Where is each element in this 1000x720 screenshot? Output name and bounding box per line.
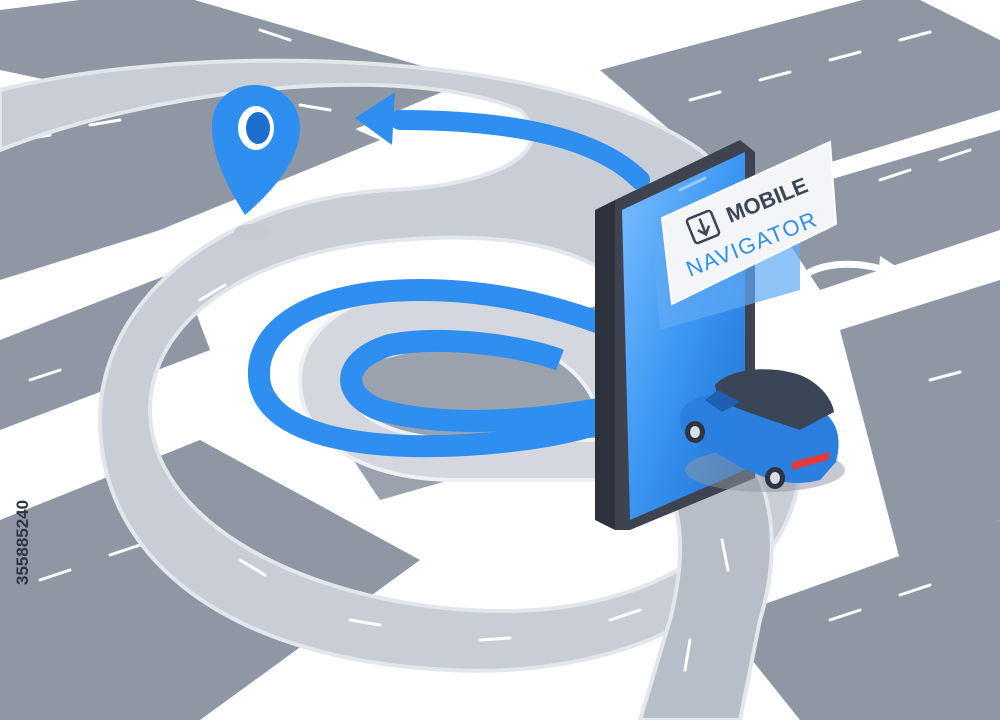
map-pin-icon <box>212 85 300 240</box>
map-pin-hole-inner <box>246 112 270 144</box>
spiral-lane-markings <box>168 250 730 672</box>
download-icon <box>685 209 721 245</box>
phone-side <box>595 200 615 530</box>
route-arrow-head <box>355 92 395 145</box>
road-top-right <box>600 0 1000 190</box>
car-taillight <box>792 452 830 470</box>
banner-card <box>660 140 838 306</box>
map-pin-shadow <box>234 224 270 240</box>
lane-markings <box>18 28 972 622</box>
road-bottom-right <box>720 520 1000 720</box>
car-windshield <box>705 390 740 412</box>
stock-id-label: 355885240 <box>13 500 32 585</box>
route-arrow-path <box>247 279 670 458</box>
route-arrow-icon <box>247 92 680 458</box>
car-roof <box>715 369 834 430</box>
road-right <box>760 130 1000 290</box>
route-arrow-upper <box>390 110 650 190</box>
road-far-right <box>840 280 1000 560</box>
turn-right-arrow-icon <box>806 256 905 285</box>
car-wheels <box>685 421 785 489</box>
car-icon <box>680 369 845 492</box>
